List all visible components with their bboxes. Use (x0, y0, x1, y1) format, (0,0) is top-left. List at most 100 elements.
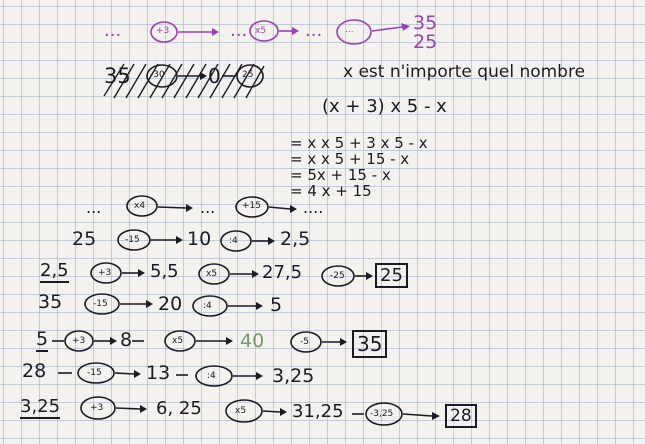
arrowhead (256, 302, 263, 310)
arrowhead (340, 338, 347, 346)
operator-circle (198, 263, 230, 285)
arrowhead (110, 337, 117, 345)
operator-circle (220, 230, 252, 252)
statement: x est n'importe quel nombre (343, 62, 586, 82)
result-35: 35 (413, 12, 438, 34)
row4-result-box: 35 (352, 330, 388, 358)
row4-start: 5 (36, 328, 49, 352)
row4-value1: 8 (120, 329, 133, 351)
arrow (371, 26, 403, 32)
row1-op1: -15 (125, 235, 140, 245)
operator-circle (90, 262, 122, 284)
arrowhead (256, 372, 263, 380)
row5-value1: 13 (146, 362, 171, 384)
derivation-line-1: = x x 5 + 3 x 5 - x (290, 134, 428, 152)
dots-start: ... (104, 20, 122, 41)
operator-times-five: x5 (255, 26, 267, 36)
arrowhead (176, 236, 183, 244)
operator-circle (77, 362, 115, 384)
arrow (262, 410, 281, 413)
row4-op3: -5 (300, 337, 309, 347)
derivation-line-2: = x x 5 + 15 - x (290, 150, 410, 168)
row2-start: 2,5 (40, 260, 69, 283)
general-dots-start: ... (86, 198, 102, 217)
arrowhead (252, 270, 259, 278)
row2-value1: 5,5 (150, 261, 179, 282)
operator-circle (336, 19, 372, 45)
row6-start: 3,25 (20, 396, 61, 419)
operator-circle (192, 295, 228, 317)
row5-op2: :4 (207, 371, 216, 381)
operator-circle (236, 64, 264, 88)
operator-circle (150, 21, 178, 43)
arrowhead (226, 337, 233, 345)
row3-op1: -15 (93, 299, 108, 309)
arrow (402, 413, 433, 417)
derivation-line-4: = 4 x + 15 (290, 182, 372, 200)
row2-op1: +3 (98, 268, 112, 278)
operator-circle (84, 293, 120, 315)
arrowhead (366, 272, 373, 280)
arrowhead (292, 27, 299, 35)
row6-value1: 6, 25 (156, 398, 202, 419)
result-25: 25 (413, 31, 438, 53)
operator-unknown: ... (345, 25, 354, 35)
row3-value2: 5 (270, 294, 283, 316)
crossed-start: 35 (104, 64, 131, 88)
row2-result-box: 25 (375, 263, 408, 288)
row6-value2: 31,25 (292, 401, 344, 422)
arrowhead (146, 300, 153, 308)
row2-value2: 27,5 (262, 262, 303, 283)
arrowhead (212, 28, 219, 36)
arrow (157, 206, 187, 209)
operator-circle (249, 20, 279, 42)
operator-circle (64, 330, 94, 352)
operator-plus-three: +3 (156, 26, 170, 36)
crossed-middle: 0 (208, 64, 221, 88)
arrowhead (186, 204, 193, 212)
operator-circle (235, 196, 269, 218)
hatching (103, 63, 265, 99)
arrow (268, 206, 291, 210)
arrowhead (432, 412, 440, 420)
operator-circle (365, 402, 403, 426)
expression: (x + 3) x 5 - x (322, 96, 447, 117)
arrowhead (134, 370, 141, 378)
operator-circle (117, 229, 151, 251)
operator-circle (164, 330, 196, 352)
row3-op2: :4 (203, 301, 212, 311)
row5-op1: -15 (87, 368, 102, 378)
row1-value2: 2,5 (280, 228, 311, 250)
row1-start: 25 (72, 228, 97, 250)
arrowhead (401, 23, 410, 31)
derivation-line-3: = 5x + 15 - x (290, 166, 391, 184)
row3-value1: 20 (158, 293, 183, 315)
row6-op3: -3,25 (370, 409, 394, 419)
arrowhead (280, 408, 287, 416)
arrowhead (138, 269, 145, 277)
operator-circle (146, 64, 178, 88)
row5-value2: 3,25 (272, 365, 315, 387)
row5-start: 28 (22, 360, 47, 382)
row4-op2: x5 (172, 336, 184, 346)
row2-op3: -25 (330, 271, 345, 281)
general-dots-end: .... (303, 198, 324, 217)
arrowhead (200, 72, 207, 80)
row1-op2: :4 (229, 236, 238, 246)
row4-op1: +3 (72, 336, 86, 346)
operator-circle (225, 399, 263, 423)
operator-plus-fifteen: +15 (242, 201, 261, 211)
row6-result-box: 28 (445, 404, 477, 428)
arrowhead (140, 405, 147, 413)
operator-circle (290, 331, 322, 353)
row3-start: 35 (38, 291, 63, 313)
row4-value2: 40 (240, 330, 265, 352)
operator-circle (126, 195, 158, 217)
operator-circle (195, 365, 233, 387)
arrow (114, 372, 135, 375)
operator-circle (321, 265, 355, 287)
row2-op2: x5 (206, 269, 218, 279)
row6-op2: x5 (235, 406, 247, 416)
